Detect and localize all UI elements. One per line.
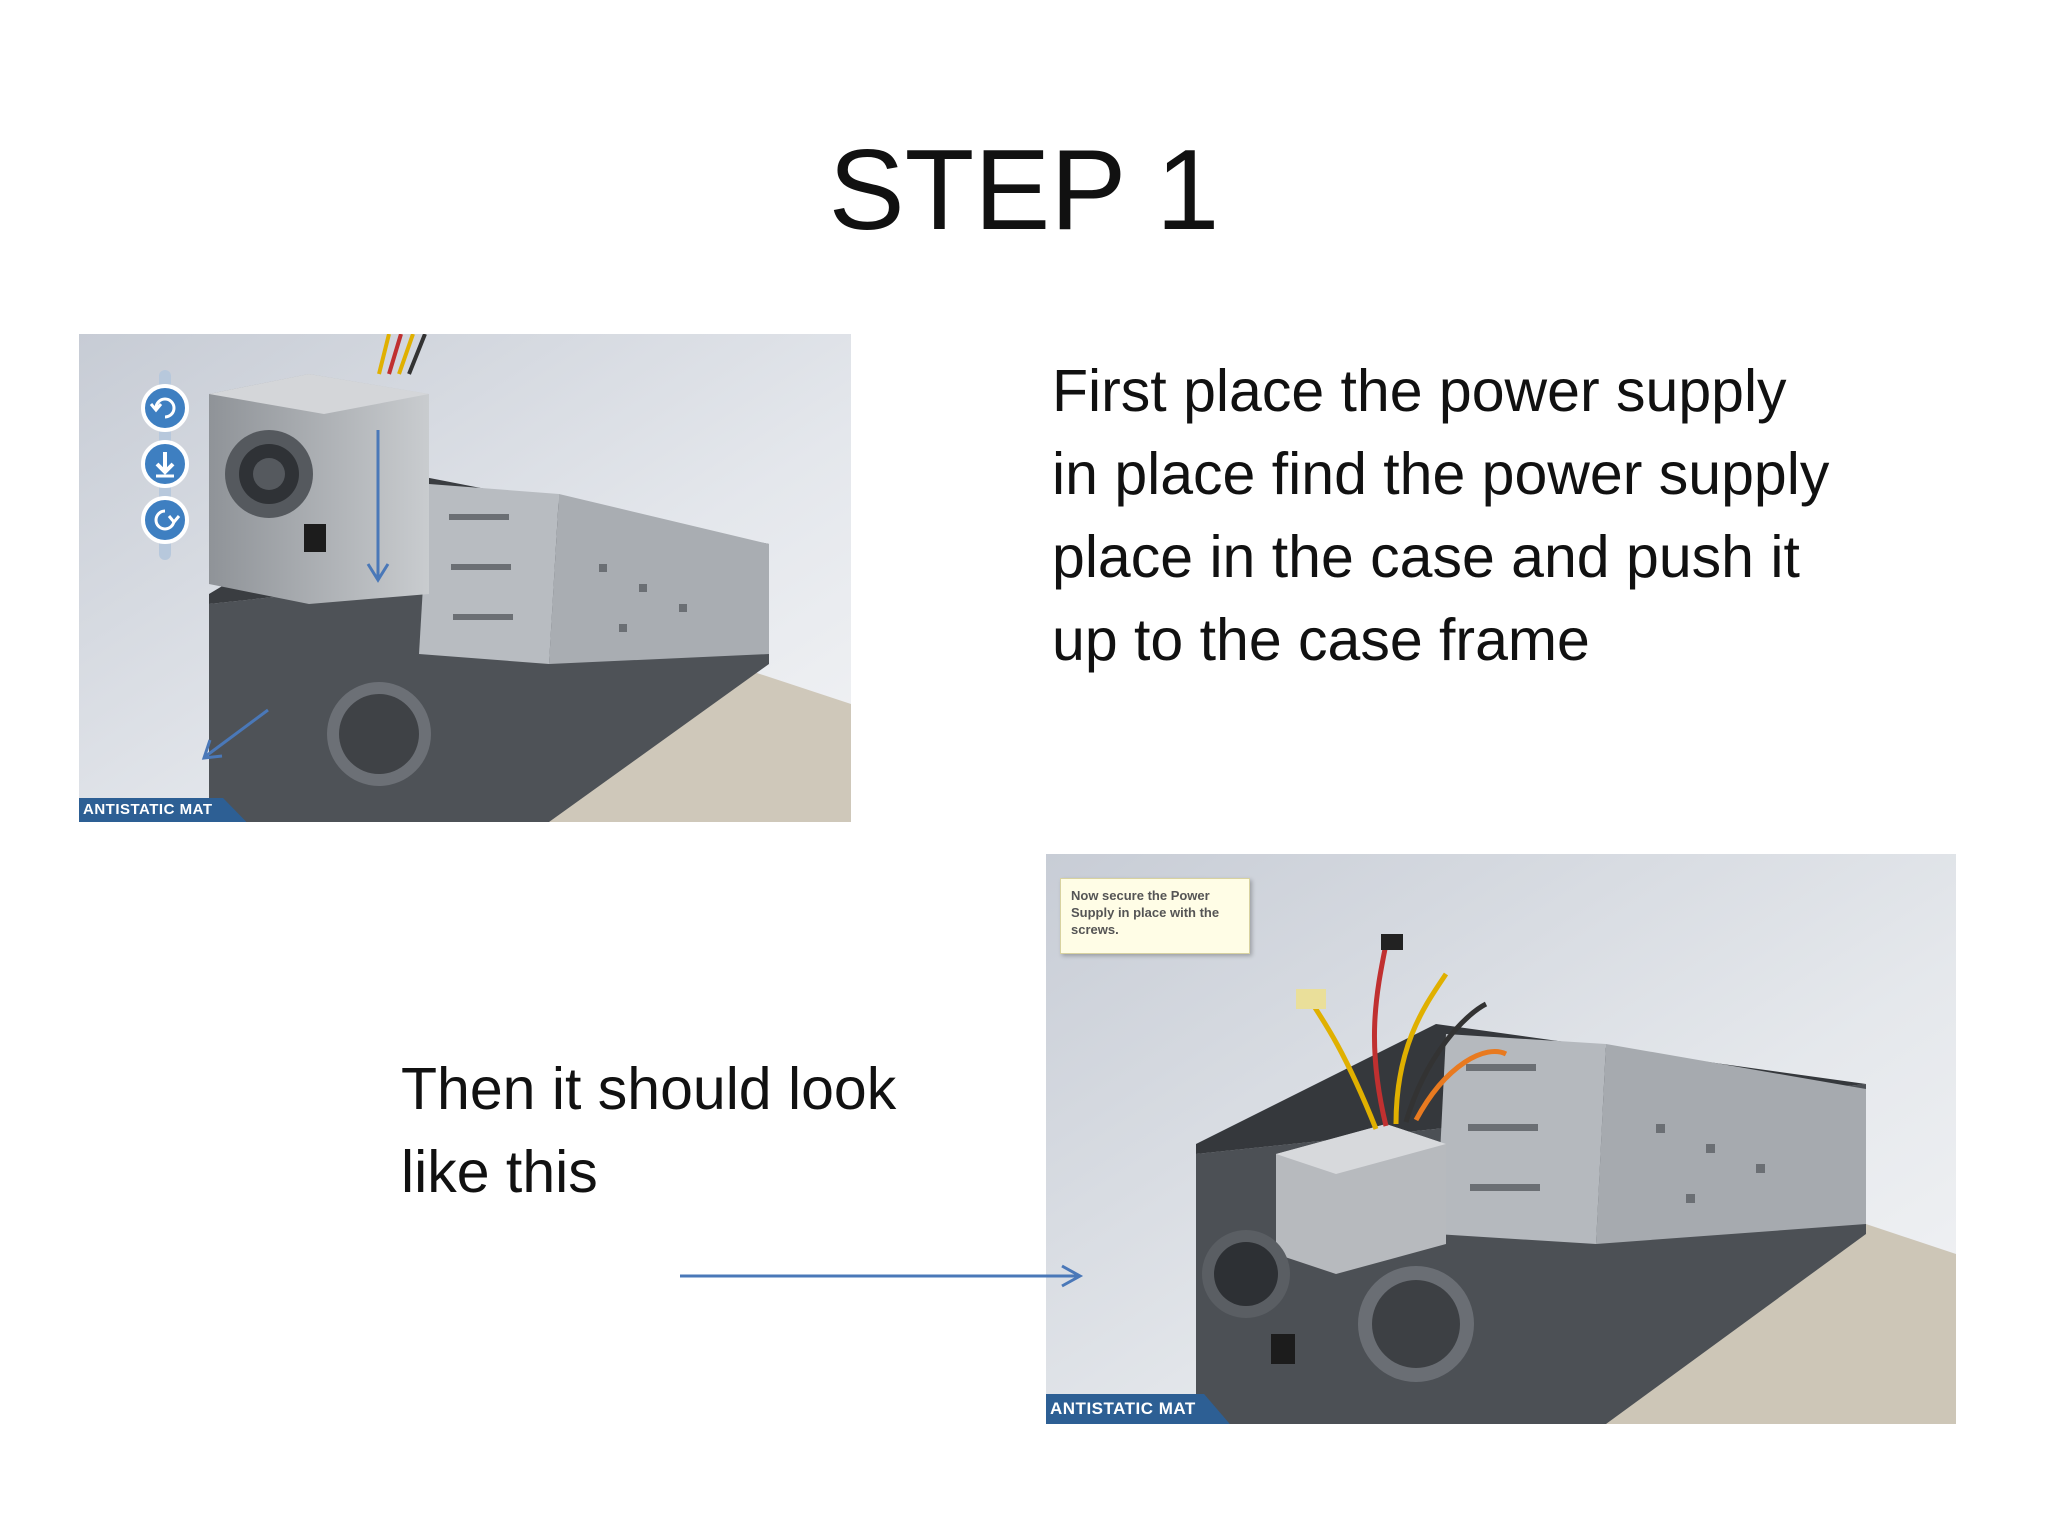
slide-title: STEP 1 <box>828 127 1220 254</box>
antistatic-mat-label: ANTISTATIC MAT <box>1046 1394 1230 1424</box>
rotate-right-icon[interactable] <box>139 494 191 546</box>
psu-installed-image: Now secure the Power Supply in place wit… <box>1046 854 1956 1424</box>
psu-placement-image: ANTISTATIC MAT <box>79 334 851 822</box>
drop-down-icon[interactable] <box>139 438 191 490</box>
followup-text: Then it should look like this <box>401 1056 897 1205</box>
rotate-left-icon[interactable] <box>139 382 191 434</box>
antistatic-mat-label: ANTISTATIC MAT <box>79 798 247 822</box>
instruction-text: First place the power supply in place fi… <box>1052 358 1830 673</box>
instruction-tooltip: Now secure the Power Supply in place wit… <box>1060 878 1250 954</box>
